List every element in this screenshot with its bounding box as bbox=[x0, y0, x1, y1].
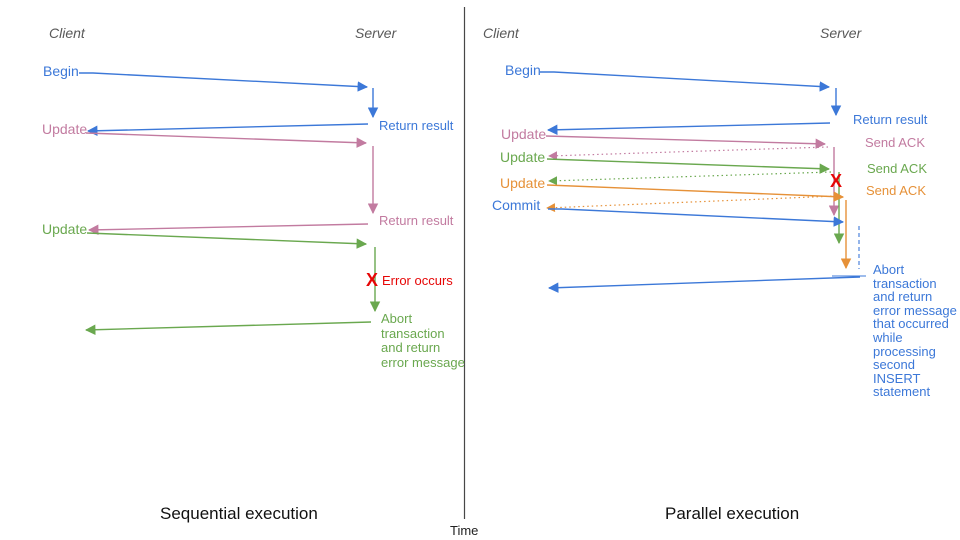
right-server-header: Server bbox=[820, 25, 862, 41]
left-begin-return-line bbox=[86, 123, 369, 137]
right-update2-request-line bbox=[546, 158, 831, 174]
right-begin-return-label: Return result bbox=[853, 112, 928, 127]
right-commit-request-line bbox=[548, 208, 845, 227]
right-ack2-label: Send ACK bbox=[867, 161, 927, 176]
left-update1-label: Update bbox=[42, 121, 88, 137]
right-update1-label: Update bbox=[501, 126, 547, 142]
left-update1-return-label: Return result bbox=[379, 213, 454, 228]
right-begin-request-line bbox=[540, 71, 831, 92]
left-server-header: Server bbox=[355, 25, 397, 41]
right-panel-title: Parallel execution bbox=[665, 504, 800, 523]
left-update1-return-line bbox=[87, 223, 369, 236]
right-ack1-return-line bbox=[548, 146, 829, 161]
left-abort-note: Abort transaction and return error messa… bbox=[381, 311, 465, 370]
time-axis-label: Time bbox=[450, 523, 479, 538]
right-update1-request-line bbox=[545, 135, 827, 149]
left-error-x-icon: X bbox=[366, 270, 379, 290]
right-commit-label: Commit bbox=[492, 197, 541, 213]
left-update2-label: Update bbox=[42, 221, 88, 237]
right-error-x-icon: X bbox=[830, 171, 843, 191]
right-begin-return-line bbox=[546, 122, 831, 136]
right-ack1-label: Send ACK bbox=[865, 135, 925, 150]
left-error-label: Error occurs bbox=[382, 273, 453, 288]
right-ack2-return-line bbox=[548, 171, 832, 186]
left-begin-return-label: Return result bbox=[379, 118, 454, 133]
left-begin-label: Begin bbox=[43, 63, 79, 79]
right-update3-label: Update bbox=[500, 175, 546, 191]
right-client-header: Client bbox=[483, 25, 519, 41]
right-abort-return-line bbox=[547, 276, 861, 293]
right-ack3-label: Send ACK bbox=[866, 183, 926, 198]
left-update2-request-line bbox=[86, 232, 368, 249]
right-update3-request-line bbox=[546, 184, 845, 202]
right-update2-label: Update bbox=[500, 149, 546, 165]
left-panel-title: Sequential execution bbox=[160, 504, 318, 523]
right-ack3-return-line bbox=[546, 195, 837, 213]
right-abort-note: Abort transaction and return error messa… bbox=[873, 262, 957, 400]
left-update1-request-line bbox=[85, 132, 368, 148]
left-abort-return-line bbox=[84, 321, 372, 335]
left-begin-request-line bbox=[79, 72, 369, 92]
left-client-header: Client bbox=[49, 25, 85, 41]
right-begin-label: Begin bbox=[505, 62, 541, 78]
